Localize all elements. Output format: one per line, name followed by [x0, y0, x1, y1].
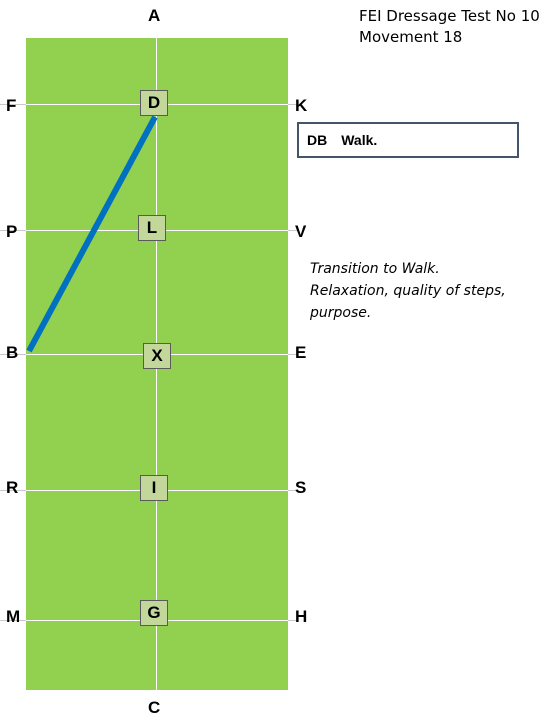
letter-f: F — [6, 96, 17, 115]
line-v-outer — [288, 230, 298, 231]
movement-description: Transition to Walk. Relaxation, quality … — [310, 258, 535, 324]
line-e-outer — [288, 354, 298, 355]
description-line3: purpose. — [310, 305, 372, 321]
letter-e: E — [295, 343, 307, 362]
test-title-line2: Movement 18 — [359, 28, 463, 46]
marker-l: L — [138, 215, 166, 241]
marker-i: I — [140, 475, 168, 501]
description-line1: Transition to Walk. — [310, 261, 440, 277]
letter-p: P — [6, 222, 18, 241]
line-m-outer — [0, 620, 26, 621]
line-p-outer — [0, 230, 26, 231]
line-s-outer — [288, 490, 298, 491]
description-line2: Relaxation, quality of steps, — [310, 283, 506, 299]
letter-a: A — [148, 6, 161, 25]
letter-v: V — [295, 222, 307, 241]
letter-r: R — [6, 478, 19, 497]
line-b-outer — [0, 354, 26, 355]
marker-d: D — [140, 90, 168, 116]
line-h-outer — [288, 620, 298, 621]
letter-b: B — [6, 343, 19, 362]
letter-m: M — [6, 607, 21, 626]
movement-box: DB Walk. — [297, 122, 519, 158]
path-d-to-b — [26, 115, 158, 353]
letter-k: K — [295, 96, 308, 115]
letter-c: C — [148, 698, 161, 717]
test-title: FEI Dressage Test No 10 Movement 18 — [359, 6, 540, 48]
line-f-outer — [0, 104, 26, 105]
marker-g: G — [140, 600, 168, 626]
letter-h: H — [295, 607, 308, 626]
letter-s: S — [295, 478, 307, 497]
test-title-line1: FEI Dressage Test No 10 — [359, 7, 540, 25]
movement-text: Walk. — [341, 132, 378, 148]
line-k-outer — [288, 104, 298, 105]
movement-code: DB — [307, 132, 328, 148]
line-r-outer — [0, 490, 26, 491]
marker-x: X — [143, 343, 171, 369]
